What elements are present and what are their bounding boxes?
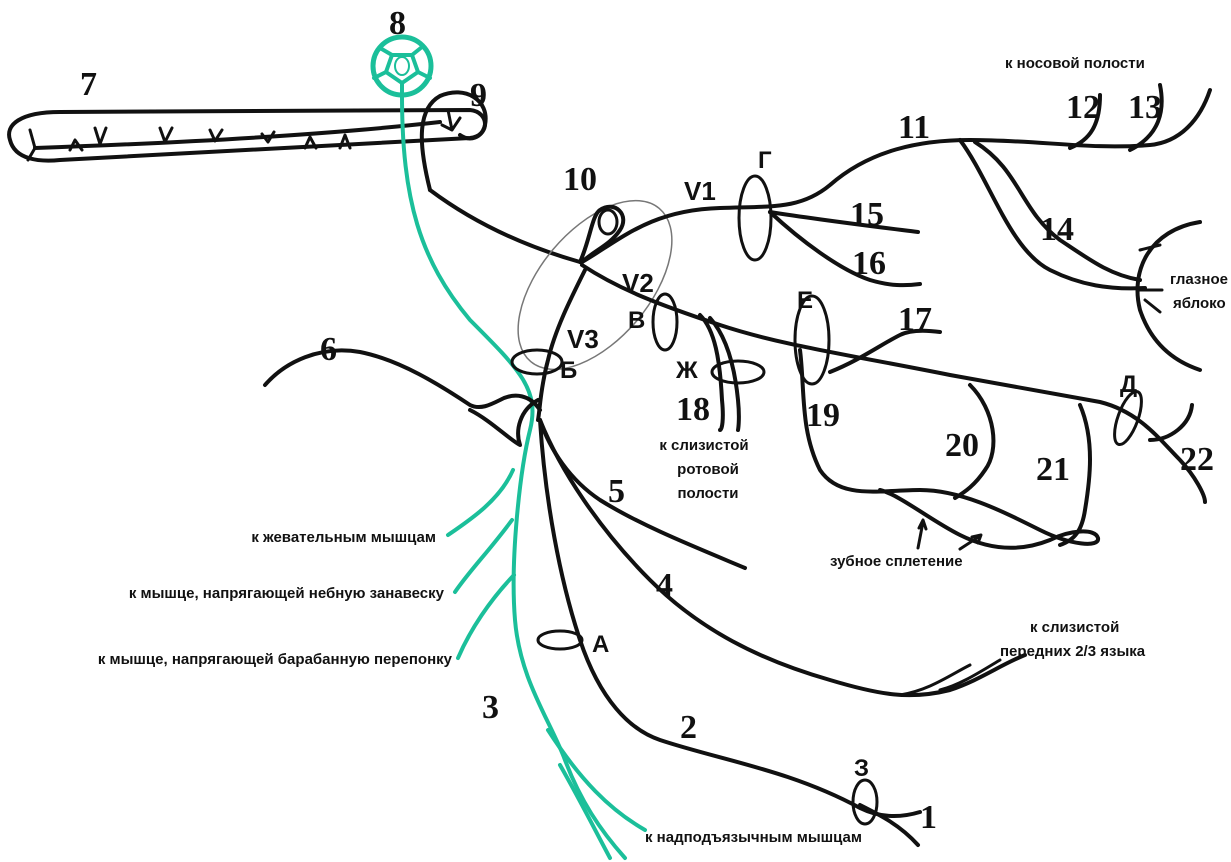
- dental-plexus-arrow-2: [958, 533, 983, 551]
- label-v: В: [628, 307, 645, 334]
- label-9: 9: [470, 77, 487, 114]
- label-12: 12: [1066, 89, 1100, 126]
- note-eyeball-line2: яблоко: [1173, 295, 1226, 312]
- note-eyeball-line1: глазное: [1170, 271, 1228, 288]
- label-17: 17: [898, 301, 932, 338]
- branch-to-suprahyoid-2: [558, 763, 612, 860]
- note-tensor-tympani: к мышце, напрягающей барабанную перепонк…: [98, 651, 453, 668]
- branch-to-masticatory: [446, 468, 515, 537]
- label-19: 19: [806, 397, 840, 434]
- label-10: 10: [563, 161, 597, 198]
- motor-nucleus-8: [370, 34, 434, 98]
- v1-ophthalmic-nerve: [580, 83, 1212, 372]
- v3-mandibular-nerve: [263, 268, 1027, 847]
- label-e: Е: [797, 287, 813, 314]
- label-5: 5: [608, 473, 625, 510]
- label-18: 18: [676, 391, 710, 428]
- label-14: 14: [1040, 211, 1074, 248]
- label-16: 16: [852, 245, 886, 282]
- label-g: Г: [758, 147, 772, 174]
- label-22: 22: [1180, 441, 1214, 478]
- label-15: 15: [850, 196, 884, 233]
- nucleus-9-shape: [419, 90, 582, 264]
- label-7: 7: [80, 66, 97, 103]
- note-tongue-line1: к слизистой: [1030, 619, 1119, 636]
- note-dental-plexus: зубное сплетение: [830, 553, 963, 570]
- label-20: 20: [945, 427, 979, 464]
- note-oral-mucosa-line2: ротовой: [677, 461, 739, 478]
- label-3: 3: [482, 689, 499, 726]
- branch-to-tensor-tympani: [456, 573, 516, 660]
- label-2: 2: [680, 709, 697, 746]
- label-v2: V2: [622, 268, 654, 298]
- label-4: 4: [656, 567, 673, 604]
- branch-to-tensor-veli: [453, 518, 514, 594]
- label-a: А: [592, 631, 609, 658]
- label-d: Д: [1120, 371, 1137, 398]
- note-nasal-cavity: к носовой полости: [1005, 55, 1145, 72]
- note-masticatory: к жевательным мышцам: [251, 529, 436, 546]
- branch-to-suprahyoid-1: [546, 728, 647, 832]
- dental-plexus-arrow-1: [916, 518, 928, 550]
- label-13: 13: [1128, 89, 1162, 126]
- ganglion-10: [517, 199, 673, 371]
- label-21: 21: [1036, 451, 1070, 488]
- note-suprahyoid: к надподъязычным мышцам: [645, 829, 862, 846]
- nucleus-7-shape: [7, 108, 487, 163]
- note-oral-mucosa-line3: полости: [677, 485, 738, 502]
- label-b: Б: [560, 357, 577, 384]
- note-oral-mucosa-line1: к слизистой: [659, 437, 748, 454]
- label-1: 1: [920, 799, 937, 836]
- label-z: З: [854, 755, 869, 782]
- note-tensor-veli: к мышце, напрягающей небную занавеску: [129, 585, 445, 602]
- label-v1: V1: [684, 176, 716, 206]
- label-zh: Ж: [675, 357, 698, 384]
- label-6: 6: [320, 331, 337, 368]
- v2-maxillary-nerve: [580, 263, 1207, 550]
- label-11: 11: [898, 109, 930, 146]
- motor-root-line: [400, 93, 627, 860]
- label-8: 8: [389, 5, 406, 42]
- note-tongue-line2: передних 2/3 языка: [1000, 643, 1146, 660]
- label-v3: V3: [567, 324, 599, 354]
